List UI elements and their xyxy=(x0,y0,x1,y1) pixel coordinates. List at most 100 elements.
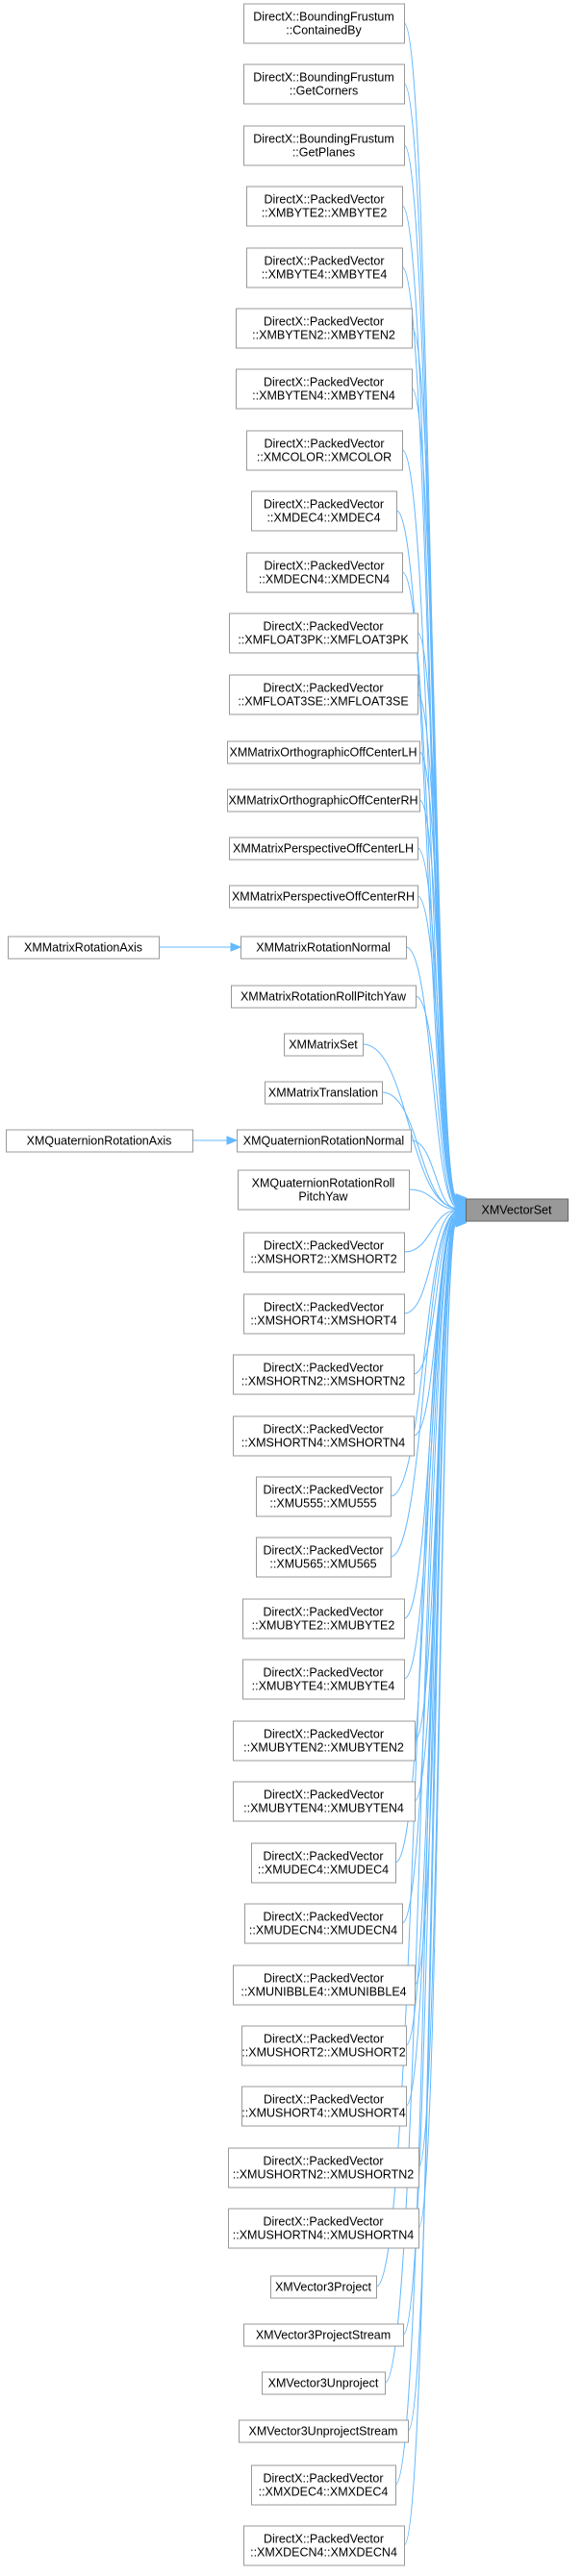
caller-node-xmxdec4-box xyxy=(251,2464,396,2506)
caller-node-get-planes-label-line: DirectX::BoundingFrustum xyxy=(253,133,394,146)
caller-node-mat-translation[interactable]: XMMatrixTranslation xyxy=(265,1081,383,1105)
edge-v3unproject-line xyxy=(384,1220,458,2384)
caller-node-xmdecn4-box xyxy=(246,552,403,593)
caller-node-contained-by[interactable]: DirectX::BoundingFrustum::ContainedBy xyxy=(243,3,405,44)
caller-node-xmbyte2[interactable]: DirectX::PackedVector::XMBYTE2::XMBYTE2 xyxy=(246,186,403,227)
caller-node-xmubyten2-box xyxy=(233,1720,416,1762)
caller-node-quat-rpy-box xyxy=(238,1169,410,1211)
caller-node-xmshort2[interactable]: DirectX::PackedVector::XMSHORT2::XMSHORT… xyxy=(243,1232,405,1273)
caller-node-xmushortn2[interactable]: DirectX::PackedVector::XMUSHORTN2::XMUSH… xyxy=(228,2147,419,2188)
caller-node-xmunibble4-label-line: ::XMUNIBBLE4::XMUNIBBLE4 xyxy=(240,1986,406,1999)
caller-node-xmubyte2[interactable]: DirectX::PackedVector::XMUBYTE2::XMUBYTE… xyxy=(242,1598,405,1639)
caller-node-xmushort4-label-line: ::XMUSHORT4::XMUSHORT4 xyxy=(241,2107,405,2120)
caller-node-ortho-lh[interactable]: XMMatrixOrthographicOffCenterLH xyxy=(227,740,420,764)
caller-node-xmudec4[interactable]: DirectX::PackedVector::XMUDEC4::XMUDEC4 xyxy=(251,1842,396,1884)
caller-node-persp-rh[interactable]: XMMatrixPerspectiveOffCenterRH xyxy=(229,885,418,909)
caller-node-xmubyten4[interactable]: DirectX::PackedVector::XMUBYTEN4::XMUBYT… xyxy=(233,1781,416,1822)
caller-node-xmushortn2-label-line: DirectX::PackedVector xyxy=(263,2155,383,2168)
edge-xmdec4-line xyxy=(395,510,458,1204)
caller-node-xmubyte4-label-line: DirectX::PackedVector xyxy=(263,1666,383,1680)
caller-node-quat-axis[interactable]: XMQuaternionRotationAxis xyxy=(6,1129,193,1153)
caller-node-xmshortn4[interactable]: DirectX::PackedVector::XMSHORTN4::XMSHOR… xyxy=(233,1415,415,1457)
caller-node-mat-translation-label-line: XMMatrixTranslation xyxy=(268,1087,378,1100)
caller-node-contained-by-label-line: ::ContainedBy xyxy=(286,24,362,38)
caller-node-xmshortn4-label-line: DirectX::PackedVector xyxy=(263,1423,383,1437)
caller-node-xmbyten2[interactable]: DirectX::PackedVector::XMBYTEN2::XMBYTEN… xyxy=(236,308,413,349)
caller-node-xmcolor[interactable]: DirectX::PackedVector::XMCOLOR::XMCOLOR xyxy=(246,430,403,471)
caller-node-xmushort4[interactable]: DirectX::PackedVector::XMUSHORT4::XMUSHO… xyxy=(241,2086,407,2127)
caller-node-quat-normal[interactable]: XMQuaternionRotationNormal xyxy=(237,1129,412,1153)
caller-node-persp-rh-box xyxy=(229,885,418,909)
caller-node-xmdecn4[interactable]: DirectX::PackedVector::XMDECN4::XMDECN4 xyxy=(246,552,403,593)
caller-node-xmudec4-label-line: DirectX::PackedVector xyxy=(263,1850,383,1863)
caller-node-xmfloat3se[interactable]: DirectX::PackedVector::XMFLOAT3SE::XMFLO… xyxy=(229,674,418,715)
caller-node-xmbyten4-box xyxy=(236,368,413,410)
caller-node-xmu565[interactable]: DirectX::PackedVector::XMU565::XMU565 xyxy=(256,1537,392,1578)
caller-node-v3project-stream-box xyxy=(243,2323,404,2347)
caller-node-xmunibble4[interactable]: DirectX::PackedVector::XMUNIBBLE4::XMUNI… xyxy=(233,1964,416,2006)
caller-node-rot-axis[interactable]: XMMatrixRotationAxis xyxy=(8,936,160,960)
caller-node-xmushortn4-label-line: DirectX::PackedVector xyxy=(263,2215,383,2229)
caller-node-xmudec4-box xyxy=(251,1842,396,1884)
caller-node-quat-rpy-label-line: XMQuaternionRotationRoll xyxy=(252,1177,395,1190)
caller-node-mat-set[interactable]: XMMatrixSet xyxy=(284,1033,364,1057)
caller-node-xmushort2[interactable]: DirectX::PackedVector::XMUSHORT2::XMUSHO… xyxy=(241,2025,407,2066)
caller-node-xmubyten4-label-line: ::XMUBYTEN4::XMUBYTEN4 xyxy=(243,1802,404,1815)
caller-node-get-corners-box xyxy=(243,63,405,105)
caller-node-xmxdecn4[interactable]: DirectX::PackedVector::XMXDECN4::XMXDECN… xyxy=(243,2525,405,2566)
caller-node-xmbyten4-label-line: DirectX::PackedVector xyxy=(264,376,384,389)
caller-node-xmshort4[interactable]: DirectX::PackedVector::XMSHORT4::XMSHORT… xyxy=(243,1293,405,1335)
caller-node-xmshort2-box xyxy=(243,1232,405,1273)
caller-node-xmu555[interactable]: DirectX::PackedVector::XMU555::XMU555 xyxy=(256,1476,392,1517)
caller-node-ortho-lh-box xyxy=(227,740,420,764)
caller-node-mat-set-box xyxy=(284,1033,364,1057)
caller-node-xmudecn4[interactable]: DirectX::PackedVector::XMUDECN4::XMUDECN… xyxy=(244,1903,403,1944)
caller-node-xmubyte4[interactable]: DirectX::PackedVector::XMUBYTE4::XMUBYTE… xyxy=(242,1659,405,1700)
edge-persp-rh-line xyxy=(417,895,458,1208)
target-node-xmvectorset-label-line: XMVectorSet xyxy=(482,1204,552,1217)
caller-node-xmu555-label-line: DirectX::PackedVector xyxy=(263,1484,383,1497)
edge-persp-lh-line xyxy=(417,847,458,1207)
caller-node-v3unproject-stream[interactable]: XMVector3UnprojectStream xyxy=(239,2419,409,2443)
caller-node-xmudecn4-box xyxy=(244,1903,403,1944)
edge-xmshort2-line xyxy=(403,1209,458,1253)
caller-node-xmshort4-label-line: ::XMSHORT4::XMSHORT4 xyxy=(250,1314,396,1328)
edge-xmshort4-line xyxy=(403,1210,458,1314)
caller-node-get-planes[interactable]: DirectX::BoundingFrustum::GetPlanes xyxy=(243,125,405,166)
caller-node-v3project-stream[interactable]: XMVector3ProjectStream xyxy=(243,2323,404,2347)
caller-node-persp-rh-label-line: XMMatrixPerspectiveOffCenterRH xyxy=(232,890,415,904)
caller-node-xmushort4-box xyxy=(241,2086,407,2127)
caller-node-contained-by-label-line: DirectX::BoundingFrustum xyxy=(253,11,394,24)
caller-node-xmxdec4[interactable]: DirectX::PackedVector::XMXDEC4::XMXDEC4 xyxy=(251,2464,396,2506)
caller-node-xmshortn2[interactable]: DirectX::PackedVector::XMSHORTN2::XMSHOR… xyxy=(233,1354,415,1395)
caller-node-xmbyte4[interactable]: DirectX::PackedVector::XMBYTE4::XMBYTE4 xyxy=(246,247,403,288)
caller-node-xmushortn4[interactable]: DirectX::PackedVector::XMUSHORTN4::XMUSH… xyxy=(228,2208,419,2249)
caller-node-v3unproject[interactable]: XMVector3Unproject xyxy=(262,2371,386,2395)
caller-node-xmudecn4-label-line: DirectX::PackedVector xyxy=(263,1911,383,1924)
target-node-xmvectorset[interactable]: XMVectorSet xyxy=(466,1198,569,1222)
caller-node-v3project[interactable]: XMVector3Project xyxy=(270,2275,377,2299)
caller-node-xmbyten2-box xyxy=(236,308,413,349)
caller-node-rot-rpy-box xyxy=(231,985,417,1009)
caller-node-xmfloat3pk[interactable]: DirectX::PackedVector::XMFLOAT3PK::XMFLO… xyxy=(229,613,418,654)
caller-node-xmushortn2-label-line: ::XMUSHORTN2::XMUSHORTN2 xyxy=(233,2168,415,2182)
caller-node-contained-by-box xyxy=(243,3,405,44)
caller-node-xmdecn4-label-line: ::XMDECN4::XMDECN4 xyxy=(259,573,390,587)
caller-node-xmubyten2[interactable]: DirectX::PackedVector::XMUBYTEN2::XMUBYT… xyxy=(233,1720,416,1762)
caller-node-get-corners[interactable]: DirectX::BoundingFrustum::GetCorners xyxy=(243,63,405,105)
edge-rot-axis xyxy=(159,942,242,952)
edge-xmushort2 xyxy=(405,1213,468,2046)
caller-node-persp-lh[interactable]: XMMatrixPerspectiveOffCenterLH xyxy=(229,837,418,861)
caller-node-xmbyten4[interactable]: DirectX::PackedVector::XMBYTEN4::XMBYTEN… xyxy=(236,368,413,410)
caller-node-xmdec4[interactable]: DirectX::PackedVector::XMDEC4::XMDEC4 xyxy=(251,490,397,532)
caller-node-rot-normal[interactable]: XMMatrixRotationNormal xyxy=(240,936,407,960)
caller-node-ortho-rh[interactable]: XMMatrixOrthographicOffCenterRH xyxy=(227,788,420,813)
caller-node-rot-rpy[interactable]: XMMatrixRotationRollPitchYaw xyxy=(231,985,417,1009)
caller-node-quat-axis-box xyxy=(6,1129,193,1153)
caller-node-xmcolor-label-line: DirectX::PackedVector xyxy=(264,438,384,451)
edge-xmudec4 xyxy=(394,1212,468,1863)
caller-node-xmxdec4-label-line: ::XMXDEC4::XMXDEC4 xyxy=(259,2486,389,2499)
caller-node-xmubyten4-box xyxy=(233,1781,416,1822)
